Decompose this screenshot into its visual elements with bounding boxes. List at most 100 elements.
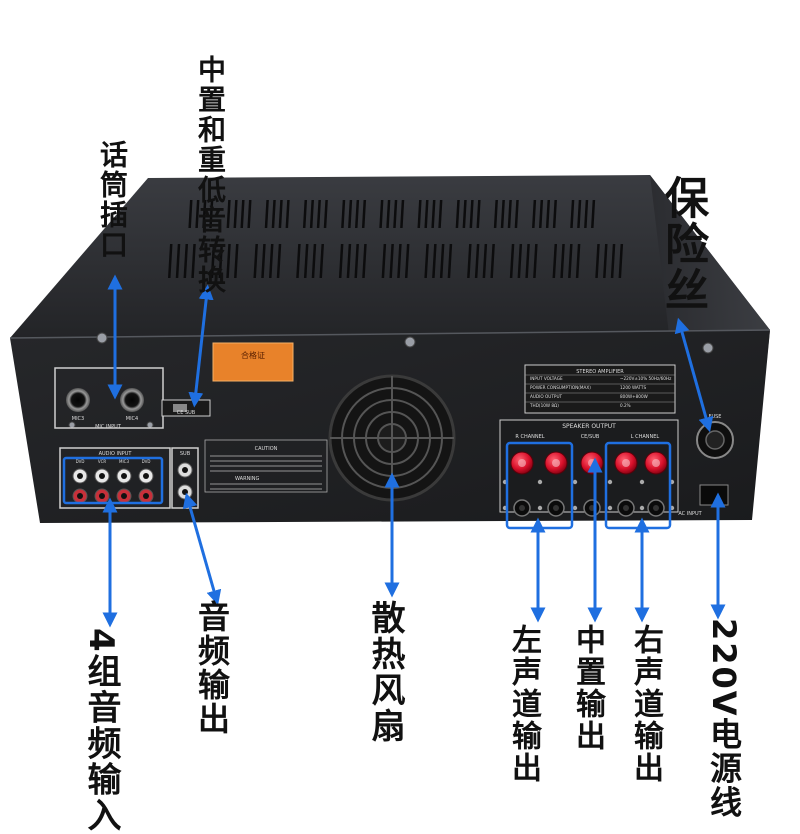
- vent-slot: [253, 244, 258, 278]
- vent-slot: [175, 244, 181, 278]
- label-right-out: 右声道输出: [628, 624, 663, 784]
- vent-slot: [575, 244, 581, 278]
- fuse-holder[interactable]: [696, 421, 734, 459]
- vent-slot: [439, 244, 445, 278]
- vent-slot: [397, 244, 402, 278]
- vent-slot: [490, 244, 495, 278]
- vent-slot: [296, 244, 301, 278]
- spec-row-value: 0.2%: [620, 403, 631, 408]
- panel-screw: [639, 505, 645, 511]
- vent-slot: [348, 200, 353, 228]
- vent-slot: [552, 200, 557, 228]
- vent-slot: [379, 200, 384, 228]
- mic3-label: MIC3: [72, 416, 84, 422]
- vent-slot: [517, 244, 523, 278]
- vent-slot: [234, 244, 239, 278]
- panel-screw: [537, 505, 543, 511]
- spec-row-name: AUDIO OUTPUT: [530, 394, 563, 399]
- panel-screw: [607, 505, 613, 511]
- mic4-jack[interactable]: [120, 388, 144, 412]
- spec-row-value: 800W+800W: [620, 394, 648, 399]
- vent-slot: [341, 200, 346, 228]
- vent-slot: [514, 200, 519, 228]
- vent-slot: [316, 200, 321, 228]
- vent-slot: [584, 200, 589, 228]
- panel-screw: [607, 479, 613, 485]
- terminal-hole: [653, 505, 659, 511]
- rca-jack-hole: [77, 493, 83, 499]
- vent-slot: [247, 200, 252, 228]
- vent-slot: [595, 244, 600, 278]
- vent-slot: [191, 244, 196, 278]
- spec-row-name: POWER CONSUMPTION(MAX): [530, 385, 591, 390]
- vent-slot: [285, 200, 290, 228]
- vent-slot: [210, 244, 216, 278]
- vent-slot: [603, 244, 608, 278]
- label-center-sub-switch: 中置和重低音转换: [194, 55, 227, 295]
- terminal-highlight: [622, 459, 630, 467]
- vent-slot: [577, 200, 582, 228]
- vent-slot: [311, 244, 317, 278]
- vent-slot: [393, 200, 398, 228]
- vent-slot: [240, 200, 245, 228]
- terminal-hole: [519, 505, 525, 511]
- mic-input-label: MIC INPUT: [95, 424, 122, 430]
- vent-slot: [500, 200, 505, 228]
- label-power: 220V电源线: [705, 618, 743, 820]
- annotation-arrow: [674, 317, 714, 433]
- rca-jack-hole: [99, 473, 105, 479]
- audio-in-channel-label: DVD: [76, 459, 85, 464]
- vent-slot: [389, 244, 394, 278]
- label-mic-jack: 话筒插口: [96, 140, 129, 260]
- vent-slot: [618, 244, 624, 278]
- warning-text: WARNING: [235, 476, 260, 482]
- vent-slot: [467, 244, 472, 278]
- vent-slot: [319, 244, 324, 278]
- vent-slot: [268, 244, 274, 278]
- vent-slot: [538, 200, 544, 228]
- terminal-hole: [623, 505, 629, 511]
- annotation-arrow: [188, 284, 214, 408]
- label-fan: 散热风扇: [365, 600, 405, 744]
- spec-row-name: THD(10W 8Ω): [529, 403, 559, 408]
- svg-text:AC INPUT: AC INPUT: [678, 511, 702, 517]
- label-audio-inputs: 4组音频输入: [81, 628, 121, 834]
- spec-row-value: 1200 WATTS: [620, 385, 646, 390]
- spec-row-name: INPUT VOLTAGE: [530, 376, 563, 381]
- vent-slot: [381, 244, 387, 278]
- ac-input-socket[interactable]: [699, 484, 729, 506]
- fuse-label: FUSE: [709, 414, 722, 420]
- ce-sub-switch-label: CE SUB: [177, 410, 196, 416]
- svg-text:L CHANNEL: L CHANNEL: [631, 434, 660, 440]
- terminal-highlight: [652, 459, 660, 467]
- rca-jack-hole: [121, 473, 127, 479]
- rca-jack-hole: [77, 473, 83, 479]
- vent-slot: [552, 244, 558, 278]
- vent-slot: [323, 200, 328, 228]
- vent-slot: [195, 200, 200, 228]
- mic3-jack[interactable]: [66, 388, 90, 412]
- vent-slot: [462, 200, 467, 228]
- sticker-text: 合格证: [241, 350, 265, 360]
- vent-slot: [276, 244, 282, 278]
- audio-in-channel-label: MIC3: [119, 459, 129, 464]
- vent-slot: [532, 200, 537, 228]
- vent-slot: [533, 244, 538, 278]
- vent-slot: [264, 200, 269, 228]
- spec-row-value: ~220V±10% 50Hz/60Hz: [620, 376, 672, 381]
- vent-slot: [209, 200, 214, 228]
- vent-slot: [338, 244, 344, 278]
- vent-slot: [400, 200, 405, 228]
- svg-text:CAUTION: CAUTION: [255, 446, 278, 452]
- vent-slot: [226, 244, 231, 278]
- vent-slot: [482, 244, 488, 278]
- vent-slot: [233, 200, 238, 228]
- audio-in-channel-label: DVD: [142, 459, 151, 464]
- vent-slot: [271, 200, 276, 228]
- spec-label: [524, 364, 676, 414]
- vent-slot: [493, 200, 498, 228]
- terminal-highlight: [552, 459, 560, 467]
- panel-screw: [572, 479, 578, 485]
- vent-slot: [424, 200, 429, 228]
